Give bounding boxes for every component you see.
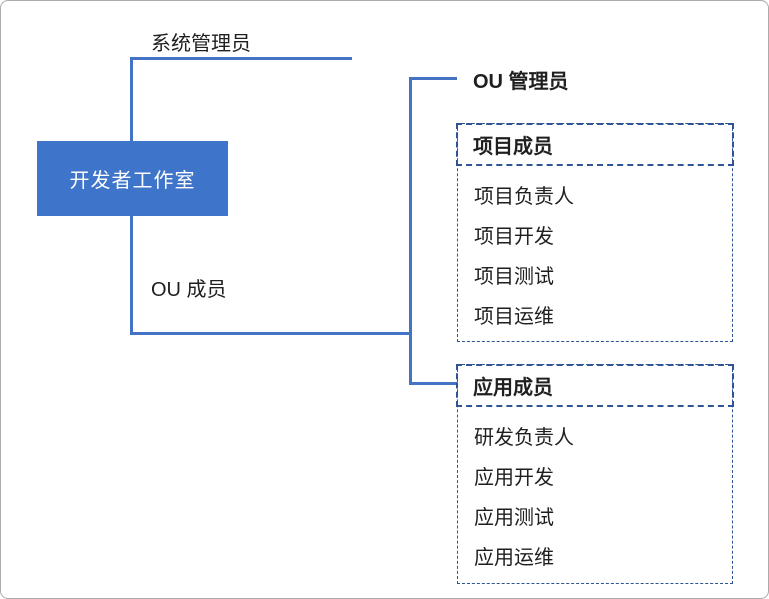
connector-right-vertical — [409, 77, 412, 385]
connector-top-horizontal — [130, 57, 352, 60]
group-item: 项目运维 — [474, 305, 554, 328]
group-item: 应用开发 — [474, 466, 554, 489]
connector-middle-horizontal — [130, 332, 412, 335]
root-node-label: 开发者工作室 — [69, 170, 196, 192]
group-item: 应用测试 — [474, 506, 554, 529]
label-system-admin: 系统管理员 — [151, 33, 251, 55]
group-item: 应用运维 — [474, 546, 554, 569]
connector-ou-admin-branch — [409, 77, 457, 80]
group-application-members-items: 研发负责人 应用开发 应用测试 应用运维 — [458, 415, 732, 575]
group-item: 项目测试 — [474, 265, 554, 288]
group-project-members: 项目成员 项目负责人 项目开发 项目测试 项目运维 — [456, 123, 734, 342]
group-header-label: 项目成员 — [473, 136, 553, 158]
group-project-members-header: 项目成员 — [456, 123, 734, 166]
group-project-members-items: 项目负责人 项目开发 项目测试 项目运维 — [458, 174, 732, 334]
group-application-members-header: 应用成员 — [456, 364, 734, 407]
group-item: 研发负责人 — [474, 426, 574, 449]
group-item: 项目负责人 — [474, 185, 574, 208]
group-header-label: 应用成员 — [473, 377, 553, 399]
label-ou-admin: OU 管理员 — [473, 71, 569, 93]
group-application-members: 应用成员 研发负责人 应用开发 应用测试 应用运维 — [456, 364, 734, 584]
root-node-developer-studio: 开发者工作室 — [37, 141, 228, 216]
connector-app-group-branch — [409, 382, 457, 385]
label-ou-member: OU 成员 — [151, 279, 227, 301]
group-item: 项目开发 — [474, 225, 554, 248]
